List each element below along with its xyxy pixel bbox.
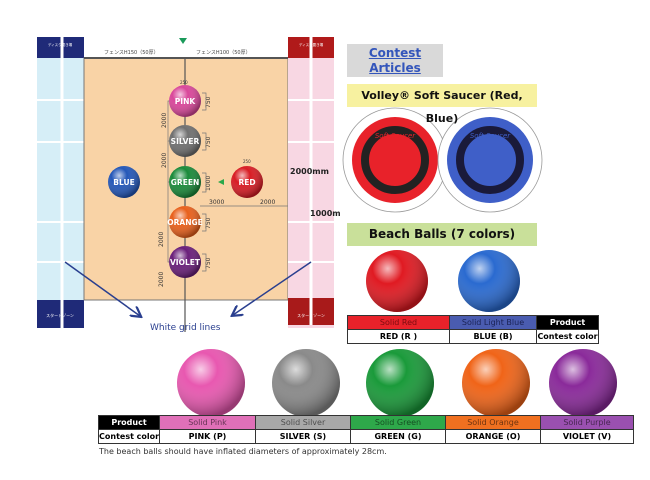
fence-right-label: フェンスH100（50厚） (196, 50, 251, 56)
dim-2000mm: 2000mm (290, 167, 329, 176)
ball-label: VIOLET (170, 258, 201, 267)
table-cell: Solid Pink (159, 415, 256, 430)
table-cell: Solid Red (347, 315, 450, 330)
product-table-1: Solid Red Solid Light Blue Product RED (… (347, 315, 599, 344)
left-start-label: スタートゾーン (46, 312, 74, 318)
heading-line: Contest (368, 46, 422, 60)
ball-label: PINK (175, 97, 197, 106)
beach-ball (549, 349, 617, 417)
beach-ball (462, 349, 530, 417)
footnote: The beach balls should have inflated dia… (99, 447, 387, 456)
dim-750: 750 (205, 96, 212, 108)
table-row: RED (R ) BLUE (B) Contest color (347, 329, 599, 344)
right-zone-label: ディスク置き場 (299, 42, 324, 47)
dim-2000: 2000 (161, 153, 168, 168)
beach-ball (272, 349, 340, 417)
ball-label: RED (238, 178, 255, 187)
beach-ball (366, 250, 428, 312)
ball-label: SILVER (171, 137, 200, 146)
table-cell: ORANGE (O) (445, 429, 541, 444)
dim-2000: 2000 (260, 199, 275, 206)
beach-ball (366, 349, 434, 417)
dim-2000: 2000 (158, 232, 165, 247)
table-cell: Solid Silver (255, 415, 351, 430)
dim-1000: 1000 (205, 176, 212, 191)
triangle-marker-icon (179, 38, 187, 44)
beach-ball (177, 349, 245, 417)
dim-1000m: 1000m (310, 209, 341, 218)
dim-2000: 2000 (161, 113, 168, 128)
table-cell: VIOLET (V) (540, 429, 634, 444)
table-cell: GREEN (G) (350, 429, 446, 444)
blue-saucer: Soft Saucer (437, 107, 543, 213)
court-ball-red: RED (231, 166, 263, 198)
table-row: Solid Red Solid Light Blue Product (347, 315, 599, 330)
table-cell: Product (98, 415, 160, 430)
table-cell: Contest color (536, 329, 599, 344)
fence-left-label: フェンスH150（50厚） (104, 50, 159, 56)
arrow-to-grid-right (233, 261, 312, 315)
contest-articles-heading: Contest Articles (347, 44, 443, 77)
court-ball-orange: ORANGE (167, 206, 203, 238)
arrow-to-grid-left (64, 261, 140, 316)
table-cell: Solid Green (350, 415, 446, 430)
dim-250: 250 (180, 80, 188, 85)
dim-750: 750 (205, 136, 212, 148)
saucer-title: Volley® Soft Saucer (Red, Blue) (347, 84, 537, 125)
table-cell: RED (R ) (347, 329, 450, 344)
red-saucer: Soft Saucer (342, 107, 448, 213)
grid-lines-caption: White grid lines (150, 323, 221, 333)
dim-3000: 3000 (209, 199, 224, 206)
ball-label: ORANGE (167, 218, 203, 227)
court-ball-green: GREEN (169, 166, 201, 198)
court-ball-violet: VIOLET (169, 246, 201, 278)
table-cell: SILVER (S) (255, 429, 351, 444)
right-start-label: スタートゾーン (297, 312, 325, 318)
table-cell: Solid Purple (540, 415, 634, 430)
saucer-text: Soft Saucer (375, 132, 416, 140)
dim-2000: 2000 (158, 272, 165, 287)
beach-balls-title: Beach Balls (7 colors) (347, 223, 537, 246)
saucer-text: Soft Saucer (470, 132, 511, 140)
arrow-left-icon (218, 179, 224, 185)
heading-line: Articles (369, 61, 421, 75)
court-ball-pink: PINK (169, 85, 201, 117)
table-cell: Product (536, 315, 599, 330)
table-cell: Solid Orange (445, 415, 541, 430)
court-ball-silver: SILVER (169, 125, 201, 157)
dim-750: 750 (205, 217, 212, 229)
left-zone-label: ディスク置き場 (48, 42, 73, 47)
dim-750: 750 (205, 257, 212, 269)
dim-250: 250 (243, 159, 251, 164)
table-cell: Solid Light Blue (449, 315, 537, 330)
table-cell: BLUE (B) (449, 329, 537, 344)
beach-ball (458, 250, 520, 312)
court-ball-blue: BLUE (108, 166, 140, 198)
table-cell: Contest color (98, 429, 160, 444)
table-cell: PINK (P) (159, 429, 256, 444)
ball-label: BLUE (113, 178, 134, 187)
ball-label: GREEN (171, 178, 199, 187)
